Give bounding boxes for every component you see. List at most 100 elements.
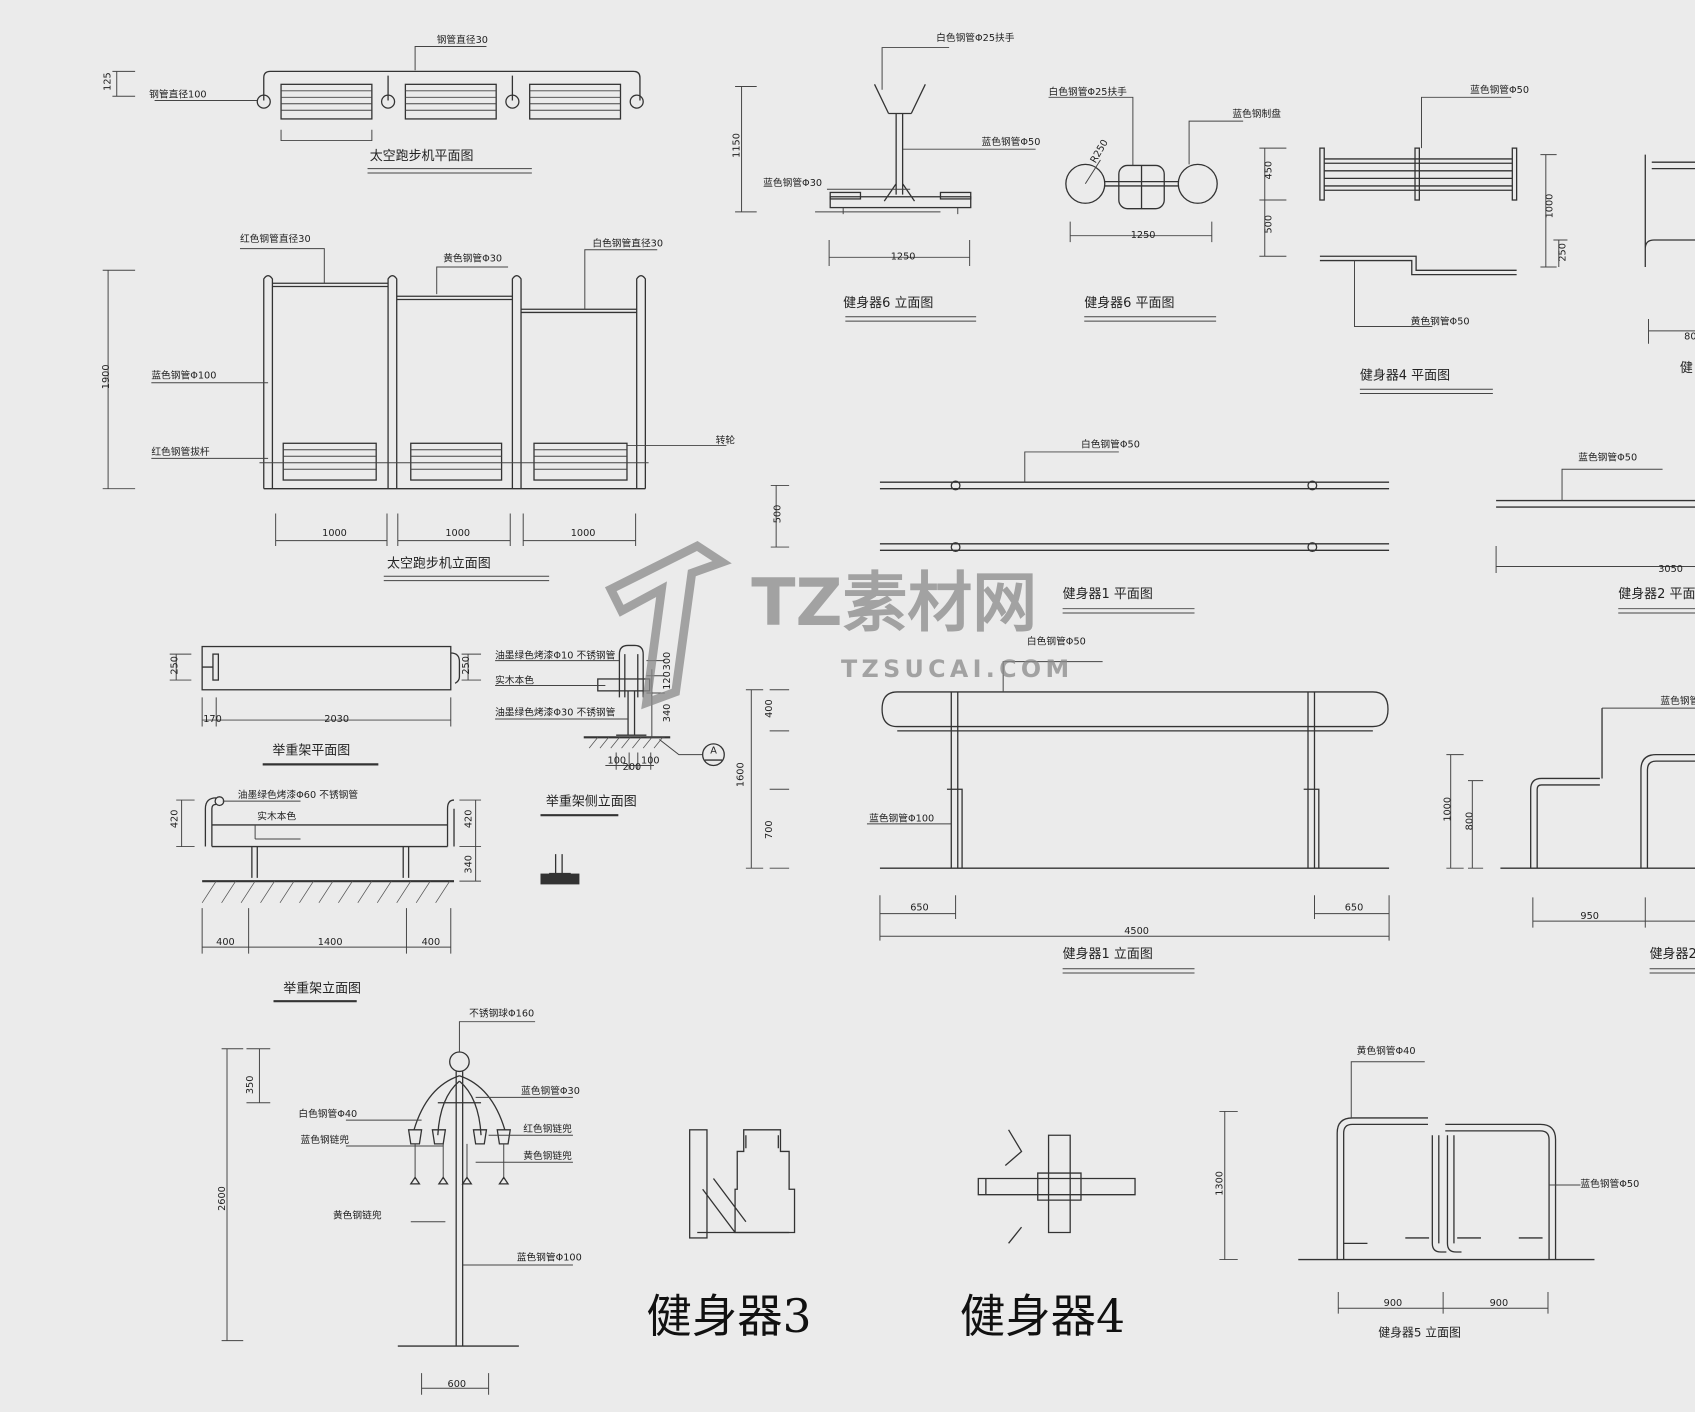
weight-rack-plan-view: 250 250 170 2030 举重架平面图 [169, 645, 482, 766]
label-white50: 白色钢管Φ50 [1081, 438, 1140, 451]
label-handle: 白色钢管Φ25扶手 [936, 31, 1015, 44]
label-white40: 白色钢管Φ40 [298, 1107, 357, 1120]
label-wheel: 转轮 [716, 433, 736, 446]
label-blue30: 蓝色钢管Φ30 [763, 176, 822, 189]
label-yellow-chain-left: 黄色钢链兜 [333, 1208, 382, 1221]
label-handle-plan: 白色钢管Φ25扶手 [1049, 85, 1128, 98]
dim-650-left: 650 [910, 902, 929, 913]
dim-400-b: 400 [422, 937, 441, 948]
dim-950: 950 [1580, 911, 1599, 922]
label-yellow50: 黄色钢管Φ50 [1411, 314, 1470, 327]
chain-pole-elevation: 不锈钢球Φ160 蓝色钢管Φ30 白色钢管Φ40 蓝色钢链兜 红色钢链兜 黄色钢… [217, 1006, 582, 1395]
treadmill-plan-view: 钢管直径30 钢管直径100 125 太空跑步机平面图 [102, 33, 644, 174]
fitness6-plan-title: 健身器6 平面图 [1084, 295, 1174, 311]
dim-450: 450 [1263, 161, 1274, 180]
label-wood: 实木本色 [257, 810, 296, 823]
watermark: TZ素材网 TZSUCAI.COM [604, 541, 1073, 710]
fitness1-elevation-view: 白色钢管Φ50 蓝色钢管Φ100 1600 400 700 650 650 45… [736, 634, 1390, 974]
label-white50: 白色钢管Φ50 [1027, 634, 1086, 647]
fitness2-plan-view: 蓝色钢管Φ50 3050 健身器2 平面图 [1495, 451, 1695, 614]
label-blue50: 蓝色钢管Φ50 [1660, 694, 1695, 707]
label-red-chain: 红色钢链兜 [523, 1122, 572, 1135]
label-blue50: 蓝色钢管Φ50 [1470, 83, 1529, 96]
label-wood: 实木本色 [495, 673, 534, 686]
label-disc: 蓝色钢制盘 [1232, 107, 1281, 120]
dim-2600: 2600 [217, 1186, 228, 1211]
fitness4-sketch [977, 1129, 1136, 1244]
dim-340: 340 [463, 855, 474, 874]
dim-600: 600 [448, 1379, 467, 1390]
fitness5-elevation-view: 黄色钢管Φ40 蓝色钢管Φ50 1300 900 900 健身器5 立面图 [1215, 1044, 1640, 1339]
dim-r250: R250 [1089, 138, 1111, 165]
fitness1-elevation-title: 健身器1 立面图 [1063, 946, 1153, 962]
label-pipe100: 钢管直径100 [149, 87, 206, 100]
section-marker-a: A [710, 746, 717, 757]
dim-350: 350 [245, 1076, 256, 1095]
weight-rack-side-view: A 油墨绿色烤漆Φ10 不锈钢管 实木本色 油墨绿色烤漆Φ30 不锈钢管 300… [495, 644, 725, 885]
dim-1900: 1900 [101, 364, 112, 389]
label-pipe30: 钢管直径30 [437, 33, 488, 46]
fitness1-plan-view: 白色钢管Φ50 500 健身器1 平面图 [770, 438, 1390, 614]
treadmill-elevation-view: 红色钢管直径30 黄色钢管Φ30 白色钢管直径30 蓝色钢管Φ100 红色钢管拔… [101, 232, 736, 582]
label-blue100: 蓝色钢管Φ100 [869, 812, 934, 825]
dim-1000-c: 1000 [571, 528, 596, 539]
label-red-pipe: 红色钢管直径30 [240, 232, 311, 245]
weight-rack-plan-title: 举重架平面图 [272, 743, 350, 759]
fitness3-label: 健身器3 [646, 1290, 811, 1343]
dim-250: 250 [1557, 243, 1568, 262]
label-ball: 不锈钢球Φ160 [469, 1006, 534, 1019]
dim-650-right: 650 [1345, 902, 1364, 913]
dim-900-a: 900 [1384, 1298, 1403, 1309]
fitness4-plan-title: 健身器4 平面图 [1360, 367, 1450, 383]
dim-1250-plan: 1250 [1131, 230, 1156, 241]
dim-400: 400 [764, 699, 775, 718]
fitness6-elevation-view: 白色钢管Φ25扶手 蓝色钢管Φ50 蓝色钢管Φ30 1150 1250 健身器6… [731, 31, 1041, 322]
watermark-brand: TZ素材网 [751, 566, 1037, 641]
fitness6-plan-view: R250 白色钢管Φ25扶手 蓝色钢制盘 1250 450 500 健身器6 平… [1049, 85, 1287, 322]
dim-400-a: 400 [216, 937, 235, 948]
label-blue50: 蓝色钢管Φ50 [1578, 451, 1637, 464]
dim-100-b: 100 [641, 755, 660, 766]
watermark-url: TZSUCAI.COM [841, 655, 1073, 683]
label-blue-chain: 蓝色钢链兜 [301, 1133, 350, 1146]
weight-rack-elevation-title: 举重架立面图 [283, 981, 361, 997]
label-yellow-pipe: 黄色钢管Φ30 [443, 252, 502, 265]
dim-250-left: 250 [169, 656, 180, 675]
dim-1000-b: 1000 [445, 528, 470, 539]
dim-100-a: 100 [608, 755, 627, 766]
dim-125: 125 [102, 72, 113, 91]
dim-900-b: 900 [1490, 1298, 1509, 1309]
dim-1000: 1000 [1443, 797, 1454, 822]
dim-700: 700 [764, 820, 775, 839]
dim-1150: 1150 [731, 133, 742, 158]
fitness5-elevation-title: 健身器5 立面图 [1378, 1325, 1461, 1339]
fitness4-label: 健身器4 [960, 1290, 1125, 1343]
dim-1000: 1000 [1544, 194, 1555, 219]
dim-4500: 4500 [1124, 926, 1149, 937]
dim-1600: 1600 [736, 762, 747, 787]
anchor-detail [540, 854, 580, 885]
dim-200: 200 [623, 762, 642, 773]
fitness2-plan-title: 健身器2 平面图 [1618, 586, 1695, 602]
fitness3-sketch [689, 1129, 796, 1239]
label-yellow40: 黄色钢管Φ40 [1357, 1044, 1416, 1057]
label-blue50: 蓝色钢管Φ50 [982, 135, 1041, 148]
label-p10: 油墨绿色烤漆Φ10 不锈钢管 [495, 648, 616, 661]
fitness2-elevation-view: 蓝色钢管Φ50 1000 800 950 健身器2 [1443, 694, 1695, 974]
dim-120: 120 [662, 671, 673, 690]
dim-3050: 3050 [1658, 564, 1683, 575]
weight-rack-side-title: 举重架侧立面图 [546, 793, 637, 809]
dim-800: 800 [1464, 812, 1475, 831]
dim-1400: 1400 [318, 937, 343, 948]
dim-2030: 2030 [324, 714, 349, 725]
dim-420-left: 420 [169, 810, 180, 829]
label-red-bar: 红色钢管拔杆 [151, 445, 210, 458]
label-blue100: 蓝色钢管Φ100 [517, 1251, 582, 1264]
dim-500: 500 [1263, 215, 1274, 234]
label-yellow-chain-right: 黄色钢链兜 [523, 1149, 572, 1162]
dim-1300: 1300 [1215, 1171, 1226, 1196]
fitness4-plan-view: 蓝色钢管Φ50 黄色钢管Φ50 1000 250 80 健 健身器4 平面图 [1319, 83, 1695, 395]
partial-title: 健 [1680, 361, 1693, 376]
treadmill-plan-title: 太空跑步机平面图 [370, 149, 474, 164]
